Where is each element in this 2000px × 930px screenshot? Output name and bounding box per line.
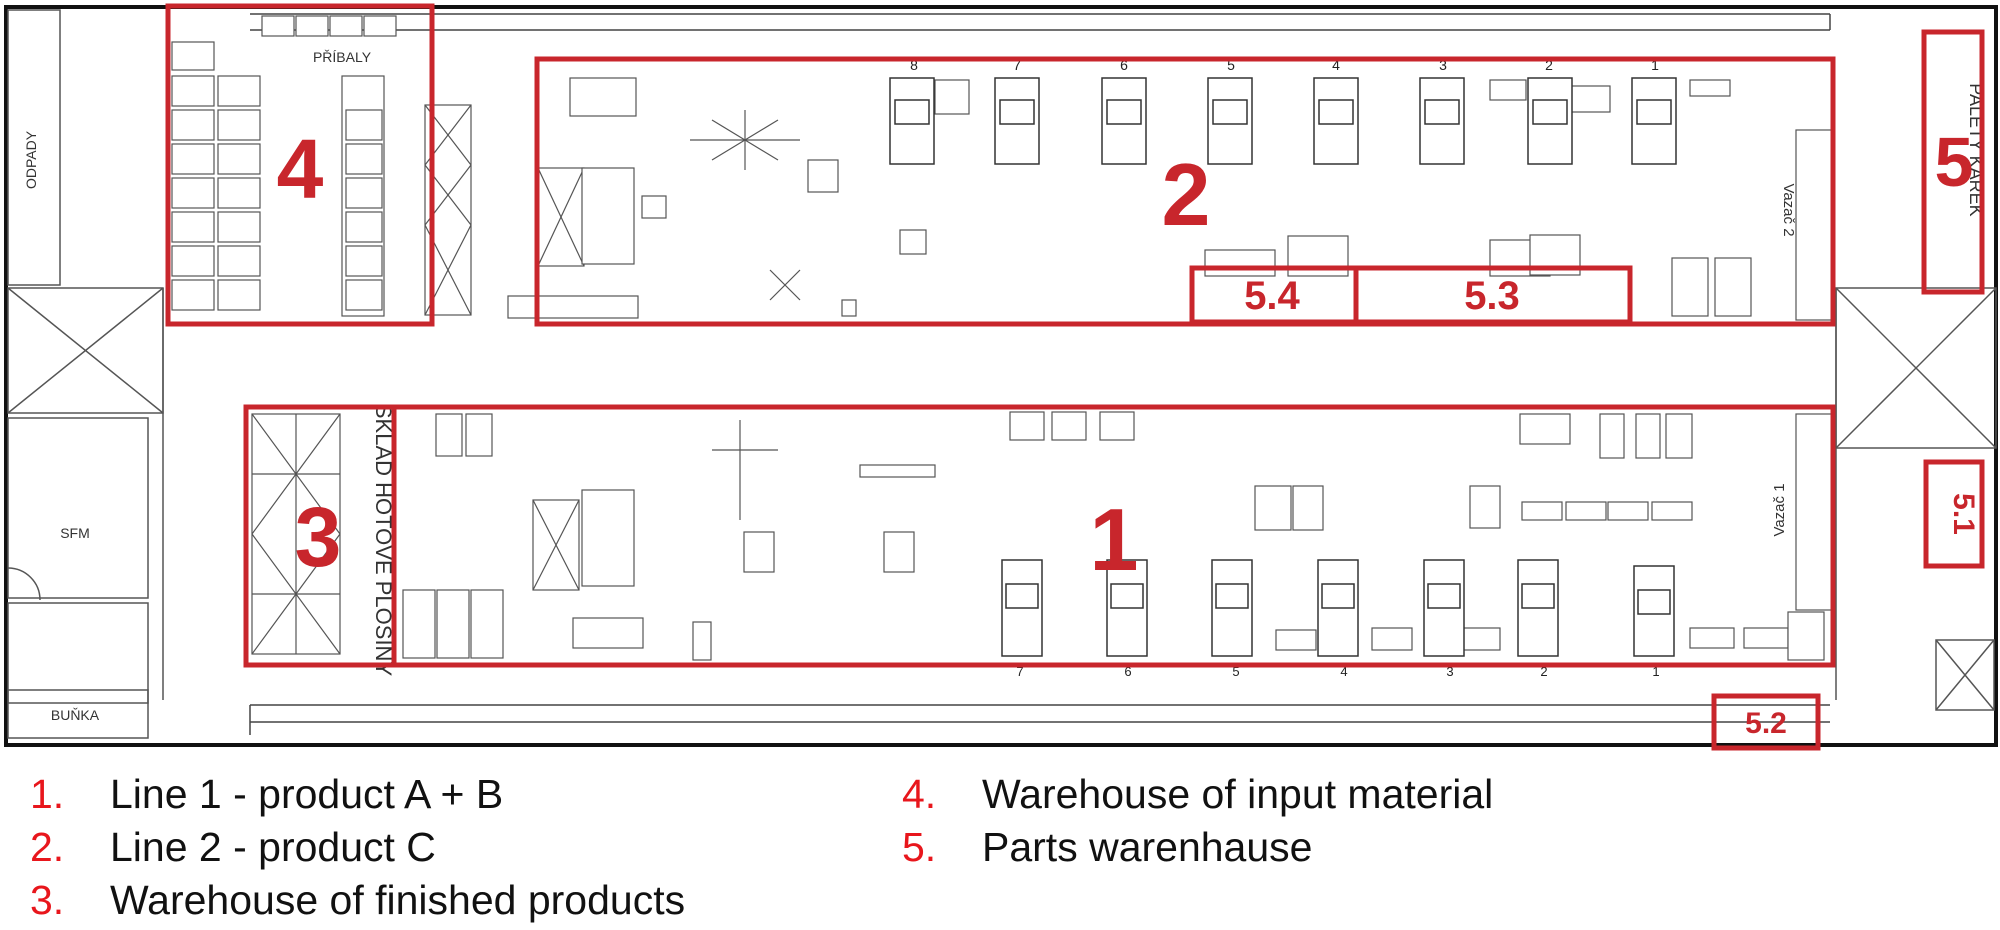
zone-5-2-number: 5.2 bbox=[1745, 707, 1787, 740]
legend-item: 3. Warehouse of finished products bbox=[30, 874, 890, 927]
station-number: 7 bbox=[1016, 664, 1023, 679]
legend-item: 5. Parts warenhause bbox=[902, 821, 1802, 874]
station-number: 7 bbox=[1013, 57, 1021, 73]
zone-highlights bbox=[165, 3, 1985, 751]
vazac2-label: Vazač 2 bbox=[1780, 183, 1797, 236]
zone-1-box bbox=[243, 404, 1836, 668]
station-number: 5 bbox=[1227, 57, 1235, 73]
bottom-wall bbox=[249, 704, 1830, 735]
legend-text: Warehouse of finished products bbox=[110, 877, 686, 923]
zone-1-number: 1 bbox=[1090, 490, 1139, 589]
left-rooms bbox=[7, 9, 164, 739]
zone-numbers: 4 2 3 1 5 5.1 5.2 5.3 5.4 bbox=[277, 122, 1980, 740]
floor-plan: ODPADY SFM BUŇKA PŘÍBALY bbox=[4, 3, 1998, 751]
legend-text: Line 1 - product A + B bbox=[110, 771, 504, 817]
zone-5-box bbox=[1921, 29, 1985, 295]
station-number: 5 bbox=[1232, 664, 1239, 679]
line1-stations bbox=[1001, 559, 1675, 657]
legend-number: 5. bbox=[902, 824, 937, 870]
legend-left-column: 1. Line 1 - product A + B 2. Line 2 - pr… bbox=[30, 768, 890, 927]
zone-5-1-number: 5.1 bbox=[1947, 493, 1980, 535]
station-number: 3 bbox=[1446, 664, 1453, 679]
legend-item: 4. Warehouse of input material bbox=[902, 768, 1802, 821]
zone-5-4-box bbox=[1189, 265, 1359, 325]
station-number: 1 bbox=[1652, 664, 1659, 679]
room-label-odpady: ODPADY bbox=[23, 130, 39, 189]
zone-5-number: 5 bbox=[1935, 123, 1974, 201]
station-number: 6 bbox=[1124, 664, 1131, 679]
top-wall bbox=[250, 13, 1831, 31]
legend-text: Parts warenhause bbox=[982, 824, 1313, 870]
line1-equipment bbox=[251, 411, 1833, 661]
legend-number: 2. bbox=[30, 824, 65, 870]
zone-2-box bbox=[534, 56, 1836, 327]
room-label-sfm: SFM bbox=[60, 525, 90, 541]
legend-number: 1. bbox=[30, 771, 65, 817]
station-number: 4 bbox=[1332, 57, 1340, 73]
room-label-pribaly: PŘÍBALY bbox=[313, 49, 372, 65]
legend-text: Line 2 - product C bbox=[110, 824, 436, 870]
line2-equipment bbox=[507, 77, 1833, 321]
legend-text: Warehouse of input material bbox=[982, 771, 1494, 817]
zone-2-number: 2 bbox=[1162, 145, 1211, 244]
zone-4-number: 4 bbox=[277, 122, 324, 216]
line1-station-numbers: 7 6 5 4 3 2 1 bbox=[1016, 664, 1659, 679]
legend-item: 1. Line 1 - product A + B bbox=[30, 768, 890, 821]
legend-number: 4. bbox=[902, 771, 937, 817]
station-number: 2 bbox=[1545, 57, 1553, 73]
line2-stations bbox=[889, 77, 1677, 165]
legend-item: 2. Line 2 - product C bbox=[30, 821, 890, 874]
zone-5-4-number: 5.4 bbox=[1244, 274, 1300, 318]
line2-station-numbers: 8 7 6 5 4 3 2 1 bbox=[910, 57, 1659, 73]
vazac1-label: Vazač 1 bbox=[1771, 483, 1788, 536]
legend-number: 3. bbox=[30, 877, 65, 923]
zone-5-1-box bbox=[1923, 459, 1985, 569]
station-number: 2 bbox=[1540, 664, 1547, 679]
right-rooms bbox=[1835, 287, 1997, 711]
room-label-bunka: BUŇKA bbox=[51, 707, 100, 723]
station-number: 1 bbox=[1651, 57, 1659, 73]
station-number: 8 bbox=[910, 57, 918, 73]
zone-4-box bbox=[165, 3, 435, 327]
station-number: 4 bbox=[1340, 664, 1347, 679]
zone-5-2-box bbox=[1711, 693, 1821, 751]
zone-3-number: 3 bbox=[295, 490, 342, 584]
station-number: 3 bbox=[1439, 57, 1447, 73]
station-number: 6 bbox=[1120, 57, 1128, 73]
legend-right-column: 4. Warehouse of input material 5. Parts … bbox=[902, 768, 1802, 874]
zone-5-3-number: 5.3 bbox=[1464, 274, 1520, 318]
